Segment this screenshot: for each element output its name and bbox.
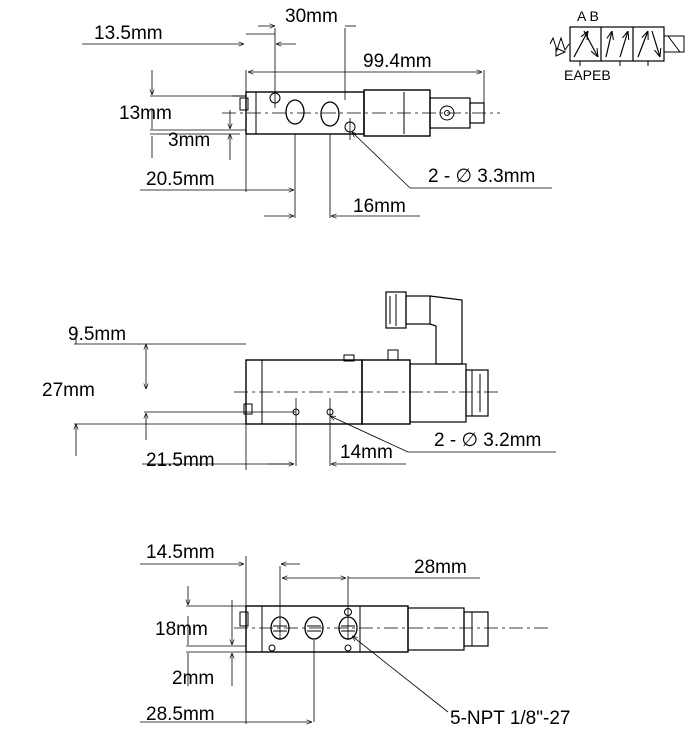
callout-mount-holes-top: 2 - ∅ 3.3mm [428,166,535,187]
callout-ports-npt: 5-NPT 1/8"-27 [450,708,570,729]
top-port-2 [320,101,340,127]
dim-28mm: 28mm [414,557,467,578]
dim-30mm: 30mm [285,6,338,27]
dim-18mm: 18mm [155,619,208,640]
symbol-ports-ab: A B [577,8,599,24]
top-view [82,26,552,218]
side-connector [465,369,489,417]
callout-mount-holes-side: 2 - ∅ 3.2mm [434,430,541,451]
bottom-view [140,556,552,724]
side-view-labels: 9.5mm 27mm 21.5mm 14mm 2 - ∅ 3.2mm [42,324,541,471]
dim-20-5mm: 20.5mm [146,169,215,190]
dim-13-5mm: 13.5mm [94,23,163,44]
dim-3mm: 3mm [168,130,210,151]
top-port-1 [285,99,305,125]
symbol-ports-eapeb: EAPEB [564,67,611,83]
bottom-solenoid [407,607,465,651]
dim-21-5mm: 21.5mm [146,450,215,471]
side-view [74,291,556,470]
dim-28-5mm: 28.5mm [146,704,215,725]
dim-16mm: 16mm [353,196,406,217]
side-coil [409,363,467,423]
valve-symbol [549,26,685,66]
dim-13mm: 13mm [119,103,172,124]
side-plug-body [429,295,463,365]
dim-99-4mm: 99.4mm [363,51,432,72]
top-view-labels: 13.5mm 30mm 99.4mm 13mm 3mm 20.5mm 16mm … [94,6,535,217]
dim-14mm: 14mm [340,442,393,463]
valve-symbol-labels: A B EAPEB [564,8,611,83]
bottom-view-labels: 14.5mm 28mm 18mm 2mm 28.5mm 5-NPT 1/8"-2… [146,542,570,729]
dim-9-5mm: 9.5mm [68,324,126,345]
top-end-tab [239,97,249,111]
dim-27mm: 27mm [42,380,95,401]
dim-2mm: 2mm [172,668,214,689]
dim-14-5mm: 14.5mm [146,542,215,563]
bottom-connector [463,611,489,647]
